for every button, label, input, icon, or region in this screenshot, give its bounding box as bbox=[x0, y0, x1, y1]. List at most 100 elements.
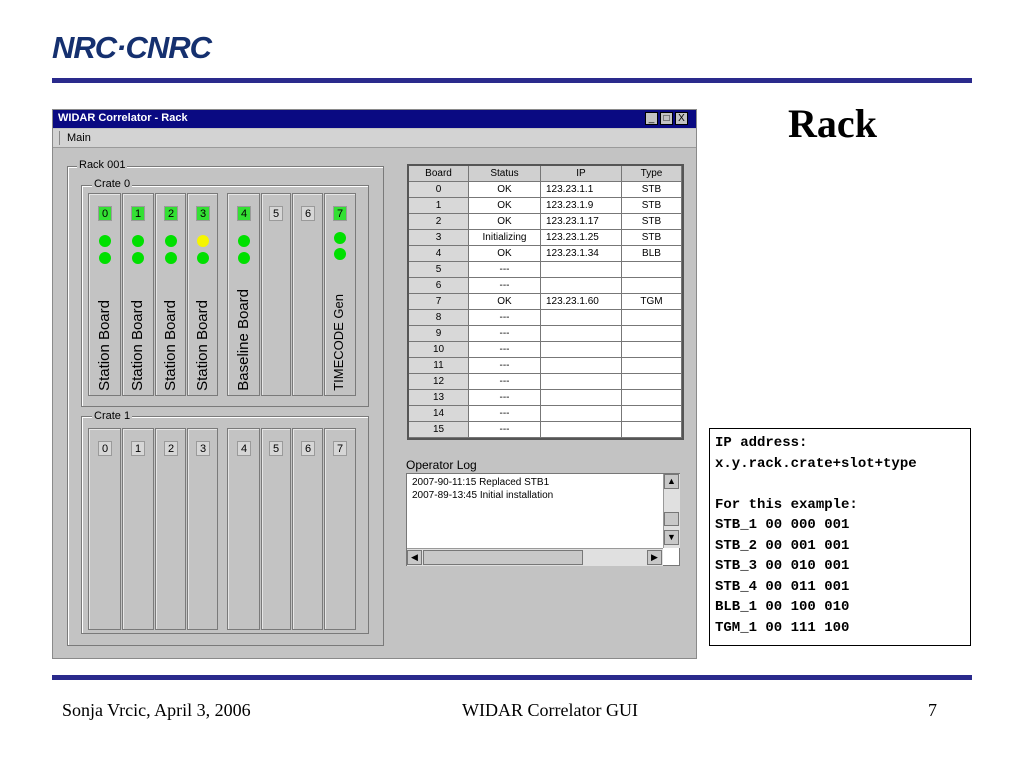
vertical-scrollbar[interactable]: ▲ ▼ bbox=[663, 474, 680, 548]
table-cell[interactable]: OK bbox=[469, 182, 541, 198]
table-cell[interactable]: STB bbox=[622, 198, 682, 214]
table-cell[interactable] bbox=[622, 278, 682, 294]
table-cell[interactable]: OK bbox=[469, 214, 541, 230]
table-cell[interactable]: BLB bbox=[622, 246, 682, 262]
table-cell[interactable] bbox=[541, 342, 622, 358]
table-cell[interactable]: STB bbox=[622, 182, 682, 198]
crate-1-slot[interactable]: 4 bbox=[227, 428, 260, 630]
scroll-right-icon[interactable]: ▶ bbox=[647, 550, 662, 565]
table-cell[interactable]: TGM bbox=[622, 294, 682, 310]
close-icon[interactable]: X bbox=[675, 112, 688, 125]
table-cell[interactable]: 12 bbox=[409, 374, 469, 390]
table-cell[interactable]: 123.23.1.9 bbox=[541, 198, 622, 214]
table-cell[interactable]: --- bbox=[469, 406, 541, 422]
table-cell[interactable]: 13 bbox=[409, 390, 469, 406]
table-cell[interactable] bbox=[622, 326, 682, 342]
table-cell[interactable] bbox=[622, 342, 682, 358]
table-cell[interactable] bbox=[622, 358, 682, 374]
table-cell[interactable]: 123.23.1.17 bbox=[541, 214, 622, 230]
table-cell[interactable] bbox=[541, 262, 622, 278]
scroll-up-icon[interactable]: ▲ bbox=[664, 474, 679, 489]
table-cell[interactable] bbox=[541, 358, 622, 374]
table-cell[interactable]: OK bbox=[469, 198, 541, 214]
table-cell[interactable] bbox=[622, 374, 682, 390]
table-cell[interactable]: 123.23.1.1 bbox=[541, 182, 622, 198]
scroll-down-icon[interactable]: ▼ bbox=[664, 530, 679, 545]
table-cell[interactable] bbox=[541, 278, 622, 294]
table-cell[interactable]: STB bbox=[622, 214, 682, 230]
table-cell[interactable]: 2 bbox=[409, 214, 469, 230]
table-cell[interactable]: 7 bbox=[409, 294, 469, 310]
scroll-left-icon[interactable]: ◀ bbox=[407, 550, 422, 565]
crate-1-slot[interactable]: 0 bbox=[88, 428, 121, 630]
table-cell[interactable] bbox=[541, 422, 622, 438]
table-cell[interactable]: --- bbox=[469, 358, 541, 374]
crate-0-slot[interactable]: 5 bbox=[261, 193, 291, 396]
crate-1-slot[interactable]: 2 bbox=[155, 428, 186, 630]
table-cell[interactable] bbox=[622, 406, 682, 422]
crate-1-slot[interactable]: 7 bbox=[324, 428, 356, 630]
table-cell[interactable] bbox=[622, 390, 682, 406]
crate-0-slot[interactable]: 6 bbox=[292, 193, 323, 396]
table-cell[interactable] bbox=[541, 310, 622, 326]
table-cell[interactable]: 123.23.1.60 bbox=[541, 294, 622, 310]
table-cell[interactable]: 15 bbox=[409, 422, 469, 438]
table-cell[interactable]: --- bbox=[469, 278, 541, 294]
table-cell[interactable] bbox=[622, 422, 682, 438]
table-cell[interactable]: OK bbox=[469, 246, 541, 262]
table-cell[interactable] bbox=[541, 390, 622, 406]
table-cell[interactable]: 5 bbox=[409, 262, 469, 278]
table-header[interactable]: Status bbox=[469, 166, 541, 182]
maximize-icon[interactable]: □ bbox=[660, 112, 673, 125]
table-cell[interactable]: --- bbox=[469, 342, 541, 358]
horizontal-scrollbar[interactable]: ◀ ▶ bbox=[407, 548, 663, 566]
table-cell[interactable]: --- bbox=[469, 310, 541, 326]
operator-log[interactable]: 2007-90-11:15 Replaced STB1 2007-89-13:4… bbox=[406, 473, 680, 566]
table-cell[interactable]: 11 bbox=[409, 358, 469, 374]
table-cell[interactable]: --- bbox=[469, 326, 541, 342]
minimize-icon[interactable]: _ bbox=[645, 112, 658, 125]
table-cell[interactable]: 0 bbox=[409, 182, 469, 198]
table-cell[interactable]: --- bbox=[469, 374, 541, 390]
crate-1-slot[interactable]: 3 bbox=[187, 428, 218, 630]
table-cell[interactable]: OK bbox=[469, 294, 541, 310]
table-cell[interactable]: --- bbox=[469, 390, 541, 406]
crate-1-slot[interactable]: 1 bbox=[122, 428, 154, 630]
table-cell[interactable]: 14 bbox=[409, 406, 469, 422]
vertical-scroll-thumb[interactable] bbox=[664, 512, 679, 526]
crate-1-slot[interactable]: 6 bbox=[292, 428, 323, 630]
table-cell[interactable]: 123.23.1.34 bbox=[541, 246, 622, 262]
table-cell[interactable]: 10 bbox=[409, 342, 469, 358]
table-cell[interactable] bbox=[541, 406, 622, 422]
table-header[interactable]: Type bbox=[622, 166, 682, 182]
table-cell[interactable]: 3 bbox=[409, 230, 469, 246]
crate-1-slot[interactable]: 5 bbox=[261, 428, 291, 630]
table-cell[interactable]: STB bbox=[622, 230, 682, 246]
table-header[interactable]: IP bbox=[541, 166, 622, 182]
table-cell[interactable]: 4 bbox=[409, 246, 469, 262]
table-cell[interactable] bbox=[541, 374, 622, 390]
table-cell[interactable]: 1 bbox=[409, 198, 469, 214]
table-header[interactable]: Board bbox=[409, 166, 469, 182]
table-cell[interactable]: 123.23.1.25 bbox=[541, 230, 622, 246]
status-led-icon bbox=[238, 252, 250, 264]
menu-main[interactable]: Main bbox=[67, 132, 91, 144]
table-cell[interactable]: 8 bbox=[409, 310, 469, 326]
table-cell[interactable]: --- bbox=[469, 422, 541, 438]
table-cell[interactable] bbox=[622, 310, 682, 326]
table-cell[interactable]: 6 bbox=[409, 278, 469, 294]
table-cell[interactable] bbox=[541, 326, 622, 342]
table-cell[interactable]: --- bbox=[469, 262, 541, 278]
table-cell[interactable]: 9 bbox=[409, 326, 469, 342]
window-titlebar[interactable]: WIDAR Correlator - Rack _ □ X bbox=[53, 110, 696, 128]
table-cell[interactable] bbox=[622, 262, 682, 278]
horizontal-scroll-thumb[interactable] bbox=[423, 550, 583, 565]
table-cell[interactable]: Initializing bbox=[469, 230, 541, 246]
